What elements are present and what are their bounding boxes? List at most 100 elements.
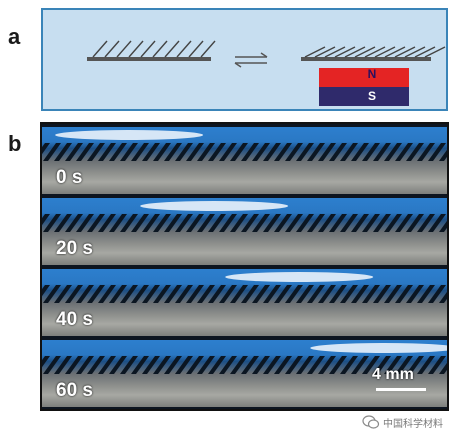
cilium: [344, 46, 366, 58]
cilium: [384, 285, 402, 303]
cilium: [164, 214, 182, 232]
cilium: [65, 214, 83, 232]
cilium: [208, 143, 226, 161]
cilium: [219, 214, 237, 232]
panel-b-timelapse: 0 s 20 s 40 s 60 s 4 mm: [40, 122, 449, 411]
cilium: [54, 356, 72, 374]
cilium: [384, 46, 406, 58]
cilium: [241, 143, 259, 161]
cilium: [384, 214, 402, 232]
left-substrate: [87, 57, 211, 61]
cilium: [54, 143, 72, 161]
cilium: [318, 214, 336, 232]
cilium: [120, 143, 138, 161]
cilium: [351, 356, 369, 374]
cilium: [340, 285, 358, 303]
cilium: [428, 143, 446, 161]
cilium: [142, 143, 160, 161]
cilium: [208, 285, 226, 303]
cilium: [230, 356, 248, 374]
cilium: [329, 285, 347, 303]
cilium: [439, 291, 447, 303]
cilium: [307, 214, 325, 232]
cilium: [340, 143, 358, 161]
cilium: [186, 214, 204, 232]
cilium: [334, 46, 356, 58]
cilium: [314, 46, 336, 58]
cilium: [175, 143, 193, 161]
cilium: [142, 214, 160, 232]
cilium: [373, 285, 391, 303]
cilium: [109, 356, 127, 374]
cilium: [285, 143, 303, 161]
cilium: [394, 46, 416, 58]
cilium: [153, 356, 171, 374]
cilium: [296, 214, 314, 232]
cilium: [197, 143, 215, 161]
cilium: [43, 285, 61, 303]
cilium: [230, 214, 248, 232]
cilium: [351, 143, 369, 161]
equilibrium-arrows-icon: [234, 52, 268, 68]
panel-b-letter: b: [8, 131, 22, 156]
cilium: [164, 285, 182, 303]
cilium: [340, 214, 358, 232]
cilium: [76, 285, 94, 303]
cilium: [404, 46, 426, 58]
cilium: [417, 285, 435, 303]
cilium: [318, 285, 336, 303]
cilium: [274, 356, 292, 374]
cilium: [153, 214, 171, 232]
cilium: [384, 356, 402, 374]
cilium: [417, 356, 435, 374]
cilium: [92, 40, 108, 58]
cilium: [208, 356, 226, 374]
cilium: [296, 356, 314, 374]
cilium: [263, 285, 281, 303]
cilium: [76, 214, 94, 232]
cilium: [324, 46, 346, 58]
cilium: [307, 356, 325, 374]
droplet: [225, 272, 374, 282]
cilium: [241, 214, 259, 232]
cilium: [43, 143, 61, 161]
cilium: [417, 143, 435, 161]
cilium: [351, 214, 369, 232]
cilium: [384, 143, 402, 161]
watermark: 中国科学材料: [362, 412, 443, 432]
cilium: [362, 356, 380, 374]
cilium: [373, 143, 391, 161]
left-cilia-array: [92, 40, 216, 58]
cilium: [406, 214, 424, 232]
watermark-text: 中国科学材料: [383, 418, 443, 430]
cilium: [197, 214, 215, 232]
cilium: [241, 285, 259, 303]
right-substrate: [301, 57, 431, 61]
cilium: [186, 356, 204, 374]
cilium: [406, 356, 424, 374]
magnet-north-pole: [319, 68, 409, 87]
cilium: [307, 285, 325, 303]
cilium: [373, 214, 391, 232]
cilium: [340, 356, 358, 374]
cilium: [285, 356, 303, 374]
cilium: [42, 285, 50, 297]
cilium: [329, 356, 347, 374]
cilium: [274, 214, 292, 232]
cilium: [252, 285, 270, 303]
cilium: [219, 356, 237, 374]
cilium: [87, 143, 105, 161]
droplet: [140, 201, 289, 211]
cilium: [164, 143, 182, 161]
cilium: [362, 285, 380, 303]
cilium: [208, 214, 226, 232]
cilium: [164, 40, 180, 58]
time-label: 0 s: [56, 167, 83, 188]
cilium: [364, 46, 386, 58]
cilium: [54, 214, 72, 232]
cilium: [65, 143, 83, 161]
cilium: [329, 214, 347, 232]
cilium: [153, 285, 171, 303]
right-cilia-array: [304, 46, 446, 58]
cilium: [188, 40, 204, 58]
